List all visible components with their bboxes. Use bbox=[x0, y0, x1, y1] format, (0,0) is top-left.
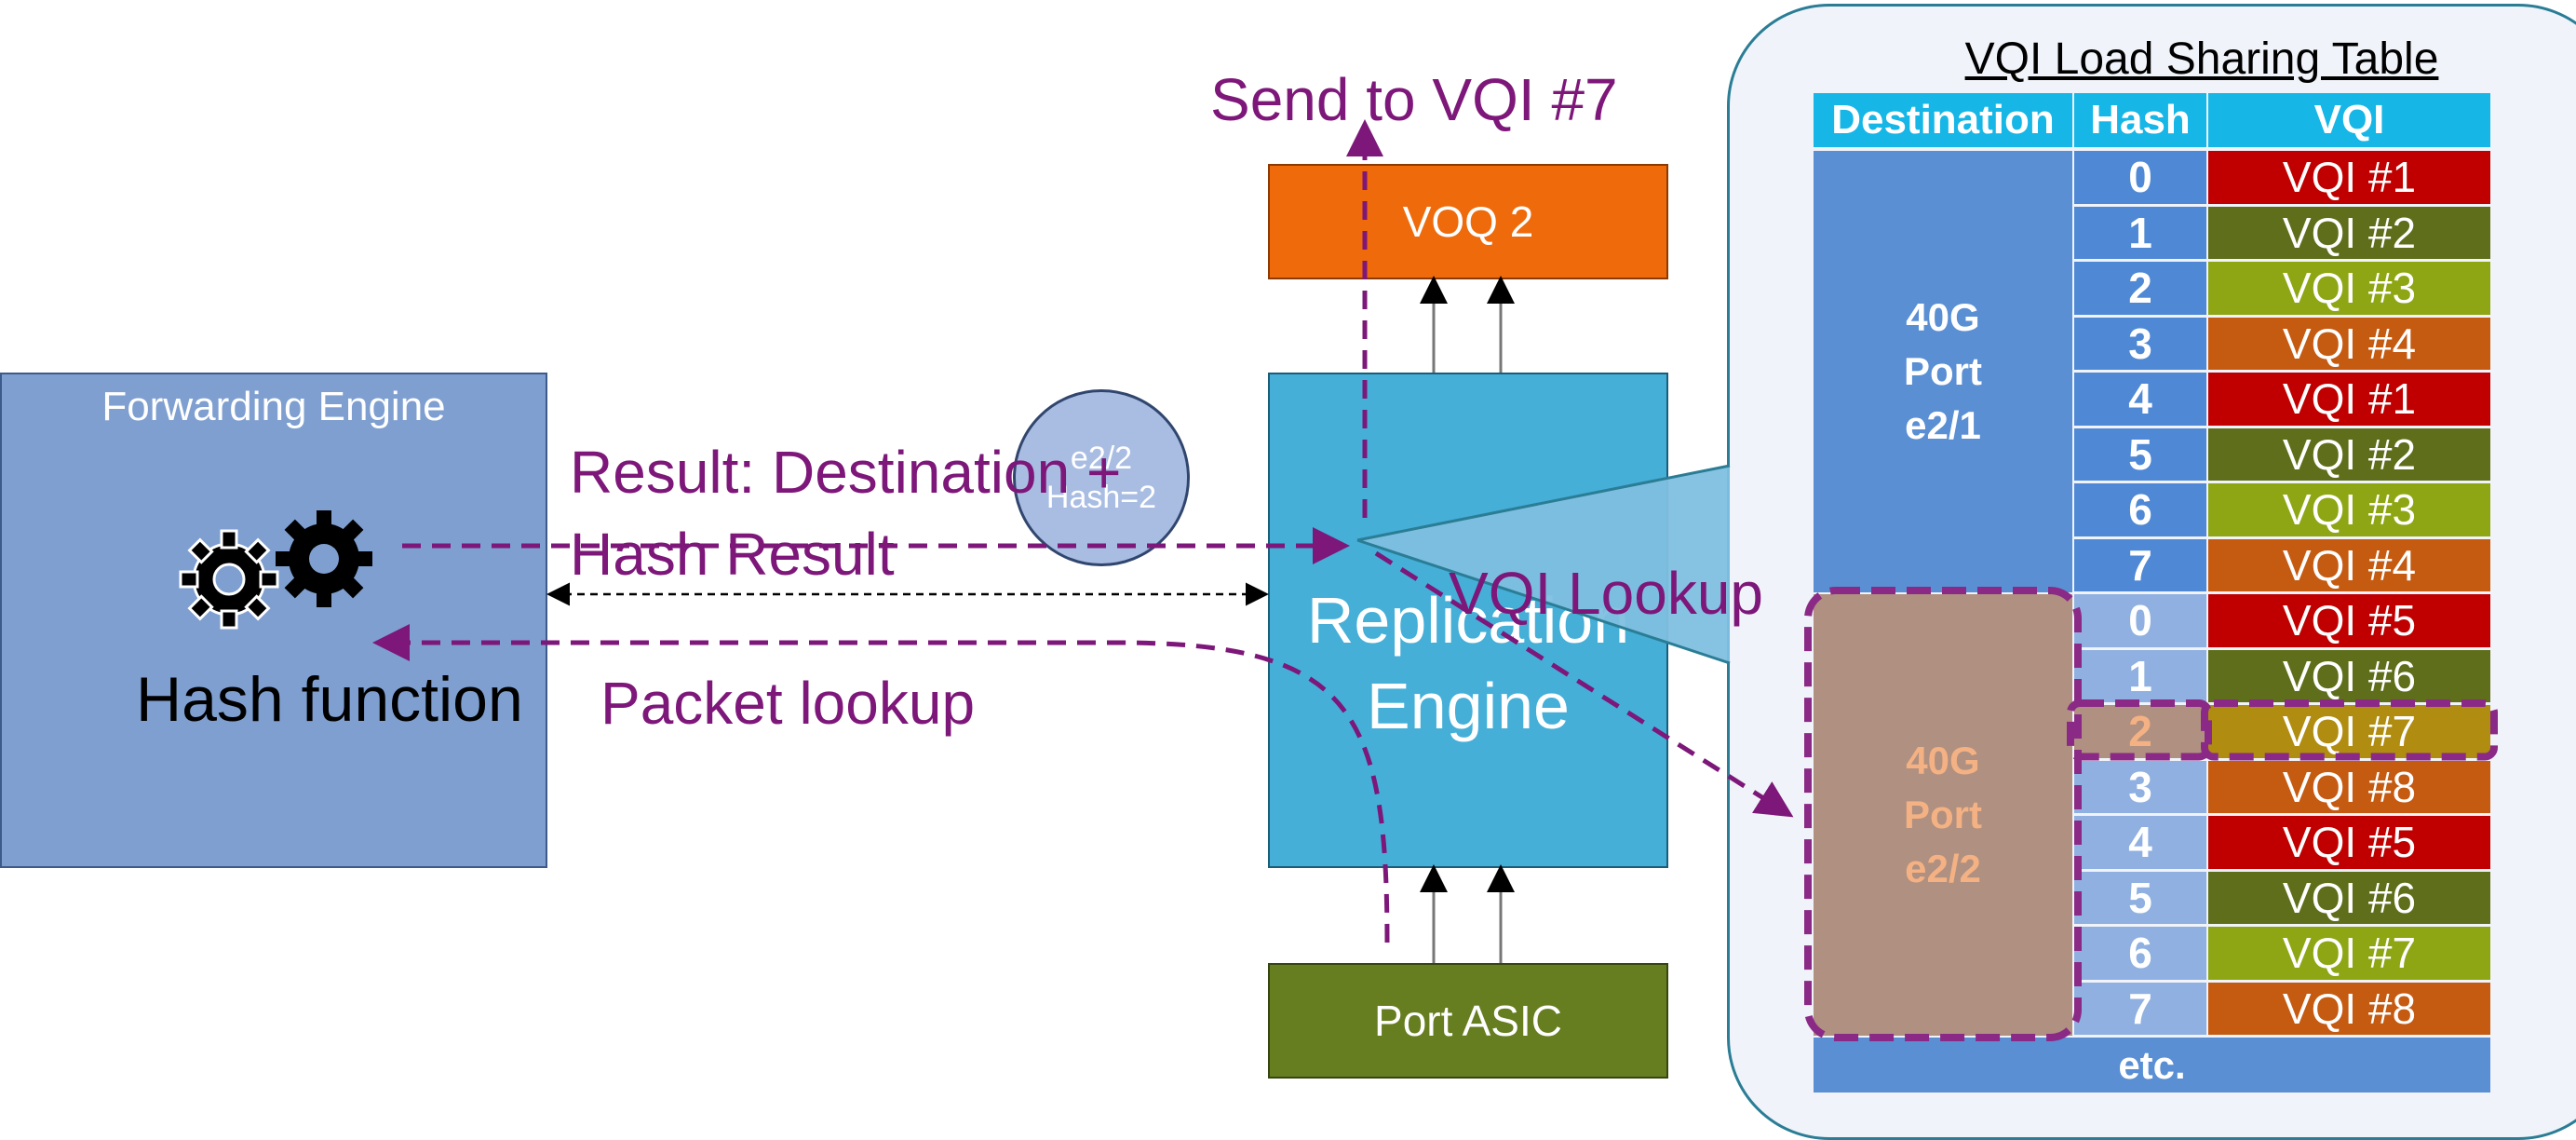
replication-engine-label-line2: Engine bbox=[1367, 670, 1570, 742]
wedge-edge-bottom bbox=[1356, 538, 1731, 665]
table-title: VQI Load Sharing Table bbox=[1964, 34, 2439, 84]
arrow-packet-lookup bbox=[372, 624, 1390, 943]
hash-function-label: Hash function bbox=[136, 664, 523, 735]
wedge-edge-top bbox=[1356, 464, 1731, 542]
result-label-line2: Hash Result bbox=[570, 521, 895, 588]
callout-hash: Hash=2 bbox=[1045, 480, 1157, 515]
callout-port: e2/2 bbox=[1070, 441, 1133, 476]
connectors-layer bbox=[372, 119, 1794, 963]
packet-lookup-label: Packet lookup bbox=[600, 670, 976, 737]
arrow-vqi-lookup bbox=[1374, 550, 1794, 818]
lookup-callout-wedge bbox=[1357, 466, 1730, 663]
voq-block: VOQ 2 bbox=[1268, 164, 1668, 279]
forwarding-engine-title: Forwarding Engine bbox=[101, 384, 446, 429]
forwarding-engine-block bbox=[0, 373, 547, 868]
send-to-vqi-label: Send to VQI #7 bbox=[1210, 66, 1618, 133]
hash-callout-circle: e2/2 Hash=2 bbox=[1013, 389, 1190, 566]
vqi-lookup-label: VQI Lookup bbox=[1449, 560, 1763, 627]
port-asic-block: Port ASIC bbox=[1268, 963, 1668, 1079]
result-label-line1: Result: Destination + bbox=[570, 439, 1122, 506]
